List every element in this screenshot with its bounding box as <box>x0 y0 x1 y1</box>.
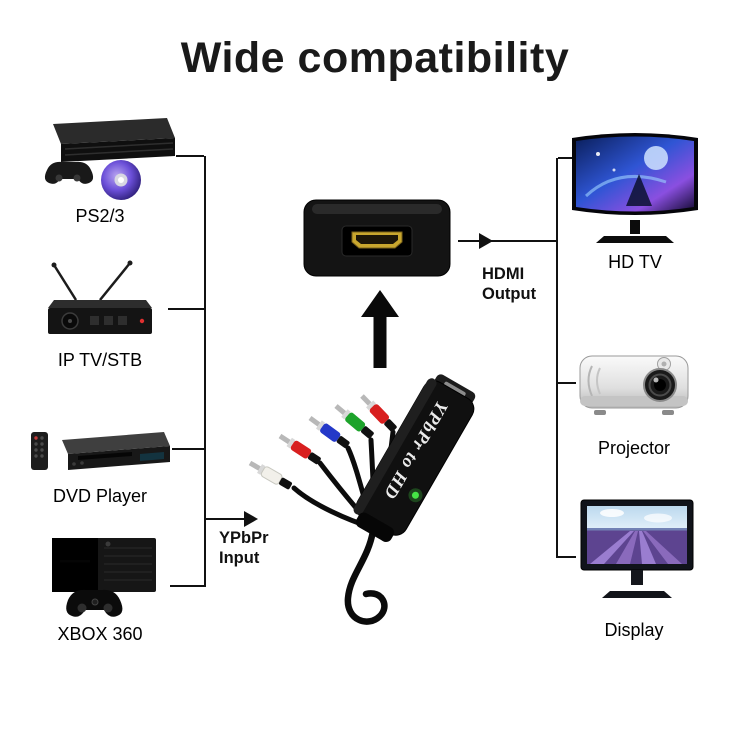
hd-tv-icon <box>572 133 698 243</box>
display-monitor-icon <box>580 499 694 598</box>
output-stub-tv <box>558 157 576 159</box>
output-label-hdtv: HD TV <box>608 252 662 272</box>
projector-icon <box>579 355 689 415</box>
source-stub-xbox <box>170 585 204 587</box>
output-label-display: Display <box>604 620 664 640</box>
input-arrow-line <box>206 518 246 520</box>
input-label-line1: YPbPr <box>219 529 269 547</box>
input-arrow-head-icon <box>244 511 258 527</box>
input-label: YPbPr Input <box>219 528 269 568</box>
output-bracket-line <box>556 158 558 558</box>
rca-plug-white <box>248 460 292 490</box>
source-bracket-line <box>204 156 206 587</box>
rca-plug-red2 <box>360 394 397 432</box>
converter-led <box>411 491 419 499</box>
output-label: HDMI Output <box>482 264 536 304</box>
up-arrow-icon <box>361 290 399 368</box>
output-label-line2: Output <box>482 285 537 303</box>
rca-plug-green <box>334 404 374 439</box>
source-stub-iptv <box>168 308 204 310</box>
xbox-console-icon <box>52 538 156 617</box>
rca-plug-blue <box>308 415 350 449</box>
output-label-line1: HDMI <box>482 265 525 283</box>
hdmi-output-box-icon <box>303 199 451 277</box>
output-arrow-line <box>458 240 557 242</box>
output-stub-display <box>558 556 576 558</box>
page-title: Wide compatibility <box>180 34 570 82</box>
set-top-box-icon <box>48 260 152 334</box>
ps2-console-icon <box>44 118 175 200</box>
output-arrow-head-icon <box>479 233 493 249</box>
source-stub-ps2 <box>176 155 204 157</box>
input-label-line2: Input <box>219 549 260 567</box>
rca-plug-red <box>278 433 321 465</box>
ypbpr-converter-icon: YPbPr to HD <box>248 374 476 625</box>
source-label-dvd: DVD Player <box>52 486 148 506</box>
source-stub-dvd <box>172 448 204 450</box>
dvd-player-icon <box>31 432 170 470</box>
source-label-xbox: XBOX 360 <box>57 624 143 644</box>
output-label-projector: Projector <box>597 438 671 458</box>
output-stub-projector <box>558 382 576 384</box>
source-label-ps2: PS2/3 <box>75 206 125 226</box>
source-label-iptv: IP TV/STB <box>57 350 143 370</box>
